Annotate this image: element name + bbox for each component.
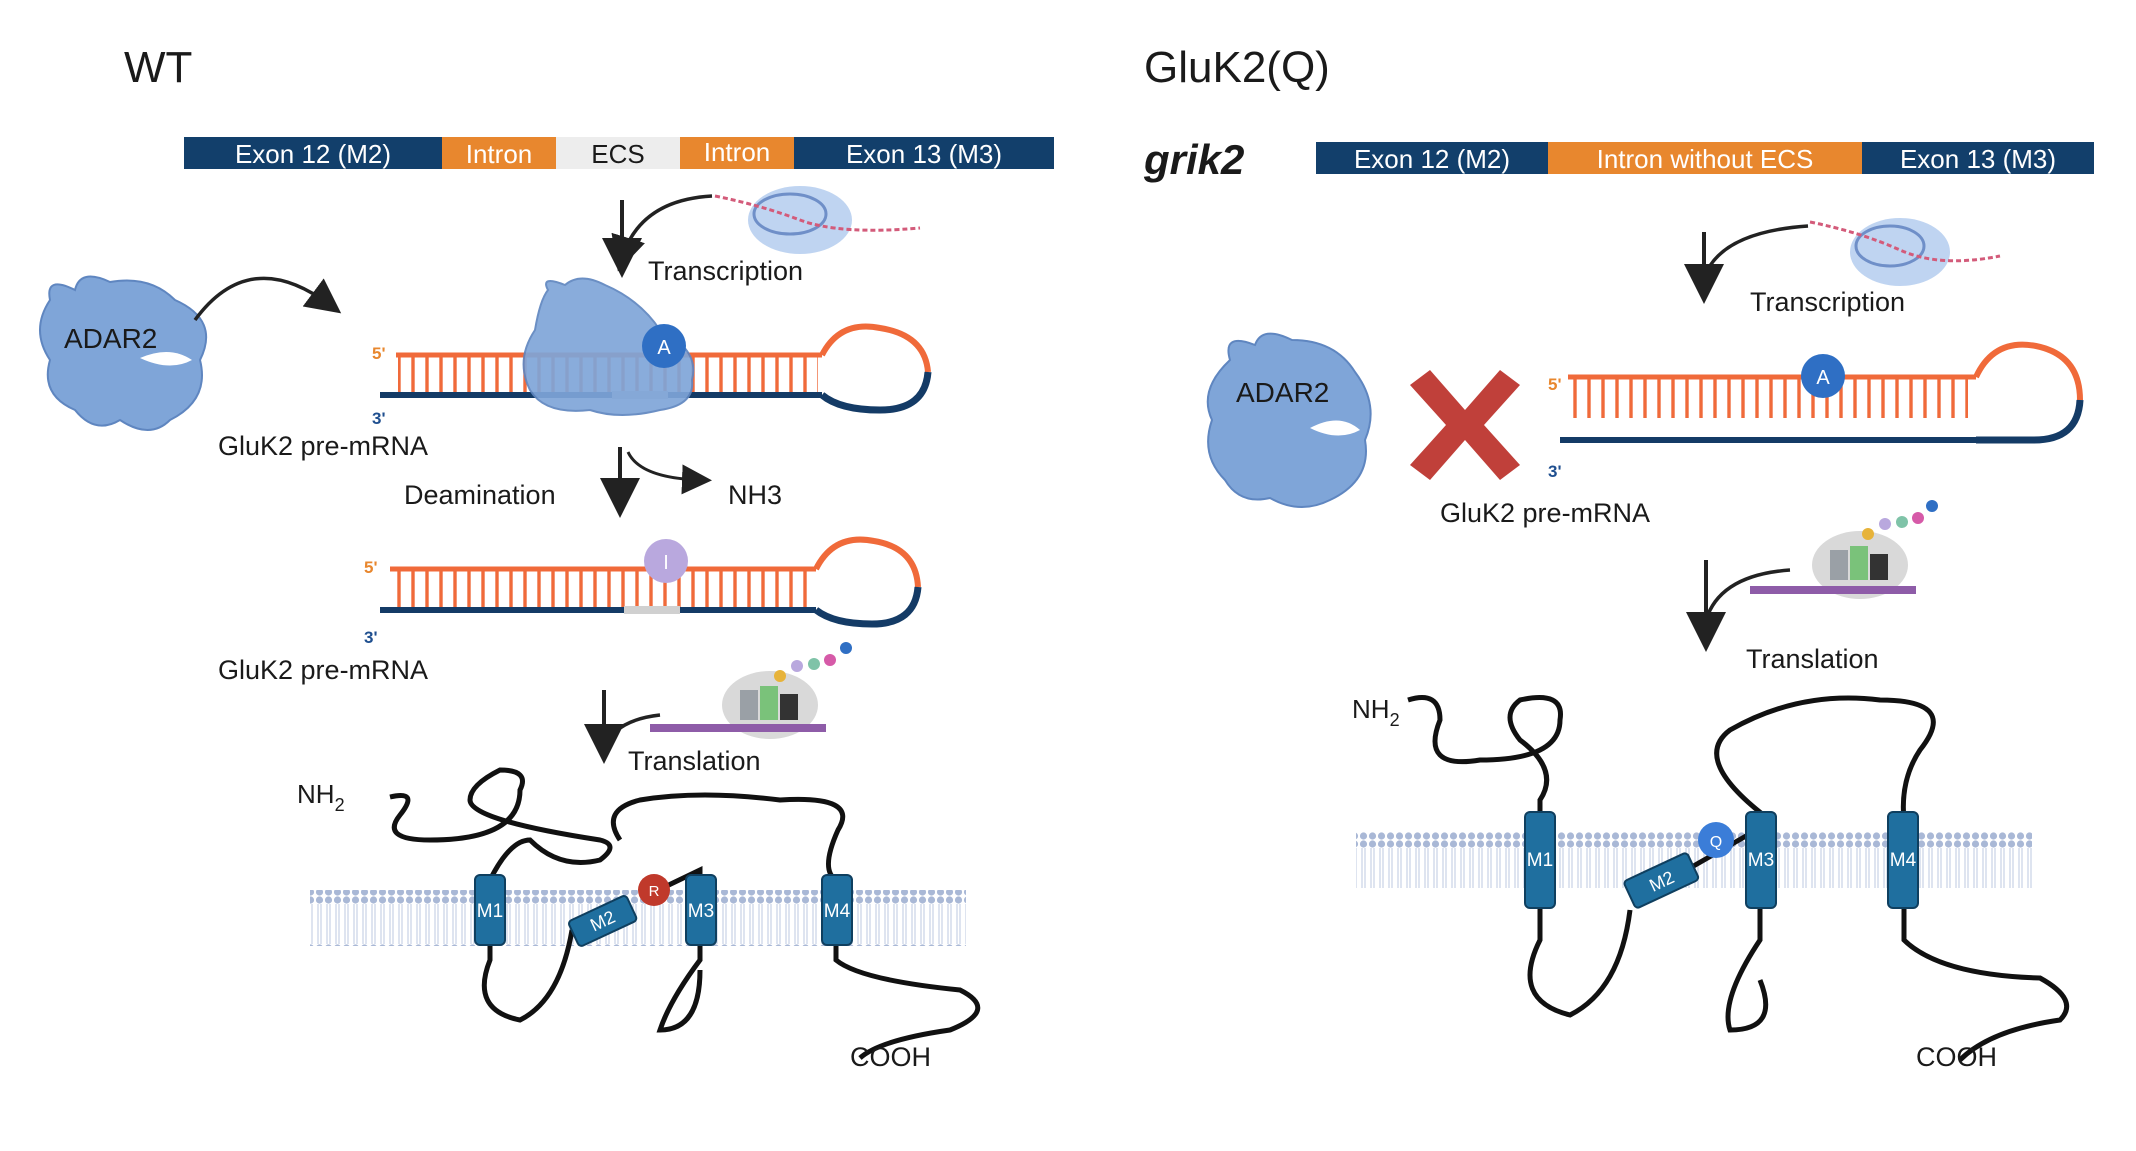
wt-premrna2-label: GluK2 pre-mRNA	[218, 655, 428, 685]
mut-adenosine-marker	[1801, 354, 1845, 398]
mut-helix-m3: M3	[1745, 811, 1777, 909]
wt-nh3-label: NH3	[728, 480, 782, 510]
wt-adar2-enzyme	[39, 275, 208, 431]
wt-m3-label: M3	[688, 901, 714, 922]
wt-exon13-block	[794, 137, 1054, 169]
wt-protein-chain	[481, 880, 575, 1023]
wt-m1-label: M1	[477, 901, 503, 922]
wt-intron1-label: Intron	[466, 139, 533, 169]
wt-membrane	[310, 890, 966, 946]
wt-panel: WT Exon 12 (M2) Intron ECS Intron Exon 1…	[39, 43, 1054, 1072]
wt-ecs-block	[556, 137, 680, 169]
wt-exon13-label: Exon 13 (M3)	[846, 139, 1002, 169]
mut-intron-label: Intron without ECS	[1597, 144, 1814, 174]
wt-adar2-bound	[522, 277, 695, 416]
mut-exon12-label: Exon 12 (M2)	[1354, 144, 1510, 174]
mut-m4-label: M4	[1890, 850, 1917, 871]
wt-intron1-block	[442, 137, 556, 169]
wt-nh2-label: NH2	[297, 779, 345, 815]
wt-translation-label: Translation	[628, 746, 761, 776]
mut-3prime: 3'	[1548, 462, 1562, 481]
wt-intron2-label: Intron	[704, 137, 771, 167]
wt-transcription-label: Transcription	[648, 256, 803, 286]
mut-m3-label: M3	[1748, 850, 1774, 871]
mut-gln-label: Q	[1710, 834, 1722, 851]
mut-cooh-label: COOH	[1916, 1042, 1997, 1072]
mut-adenosine-label: A	[1816, 367, 1830, 389]
wt-3prime-1: 3'	[372, 409, 386, 428]
mut-panel: GluK2(Q) grik2 Exon 12 (M2) Intron witho…	[1143, 43, 2094, 1072]
mut-transcription-label: Transcription	[1750, 287, 1905, 317]
wt-5prime-1: 5'	[372, 344, 386, 363]
mut-adar2-label: ADAR2	[1236, 377, 1329, 408]
wt-gene-bar: Exon 12 (M2) Intron ECS Intron Exon 13 (…	[184, 137, 1054, 169]
mut-translation-label: Translation	[1746, 644, 1879, 674]
wt-dsrna-2	[380, 536, 922, 628]
mut-helix-m2: M2	[1623, 852, 1700, 909]
wt-exon12-label: Exon 12 (M2)	[235, 139, 391, 169]
mut-5prime: 5'	[1548, 375, 1562, 394]
mut-title: GluK2(Q)	[1144, 43, 1330, 92]
mut-premrna-label: GluK2 pre-mRNA	[1440, 498, 1650, 528]
wt-premrna-label: GluK2 pre-mRNA	[218, 431, 428, 461]
wt-adenosine-marker	[642, 324, 686, 368]
wt-inosine-label: I	[663, 552, 669, 574]
mut-protein-chain	[1407, 695, 1633, 1018]
wt-m4-label: M4	[824, 901, 851, 922]
wt-ecs-label: ECS	[591, 139, 644, 169]
mut-helix-m1: M1	[1524, 811, 1556, 909]
wt-ribosome-icon	[650, 642, 852, 739]
mut-translation-arrow	[1704, 568, 1791, 621]
wt-intron2-block	[680, 137, 794, 169]
wt-helix-m3: M3	[685, 874, 717, 946]
mut-nh2-label: NH2	[1352, 694, 1400, 730]
wt-exon12-block	[184, 137, 442, 169]
wt-3prime-2: 3'	[364, 628, 378, 647]
mut-helix-m4: M4	[1887, 811, 1919, 909]
mut-adar2-enzyme	[1206, 332, 1372, 509]
wt-helix-m4: M4	[821, 874, 853, 946]
mut-exon13-block	[1862, 142, 2094, 174]
wt-helix-m2: M2	[568, 895, 638, 947]
wt-arg-label: R	[649, 883, 660, 900]
wt-adar2-arrow	[193, 276, 342, 322]
wt-deamination-label: Deamination	[404, 480, 556, 510]
mut-polymerase-icon	[1809, 218, 2001, 286]
wt-cooh-label: COOH	[850, 1042, 931, 1072]
mut-ribosome-icon	[1750, 500, 1938, 599]
wt-5prime-2: 5'	[364, 558, 378, 577]
wt-adar2-label: ADAR2	[64, 323, 157, 354]
wt-helix-m1: M1	[474, 874, 506, 946]
mut-gln-site	[1698, 822, 1734, 858]
wt-transcription-arrow	[611, 194, 713, 272]
wt-arg-site	[638, 874, 670, 906]
mut-gene-bar: Exon 12 (M2) Intron without ECS Exon 13 …	[1316, 142, 2094, 174]
mut-cross-icon	[1410, 370, 1520, 480]
wt-inosine-marker	[644, 539, 688, 583]
mut-m1-label: M1	[1527, 850, 1553, 871]
mut-exon12-block	[1316, 142, 1548, 174]
wt-nh3-arrow	[626, 451, 712, 495]
wt-polymerase-icon	[714, 186, 921, 254]
wt-title: WT	[124, 43, 192, 92]
mut-gene-name: grik2	[1143, 136, 1244, 183]
wt-adenosine-label: A	[657, 337, 671, 359]
mut-dsrna	[1560, 341, 2084, 444]
mut-transcription-arrow	[1702, 224, 1809, 279]
mut-intron-block	[1548, 142, 1862, 174]
mut-exon13-label: Exon 13 (M3)	[1900, 144, 2056, 174]
